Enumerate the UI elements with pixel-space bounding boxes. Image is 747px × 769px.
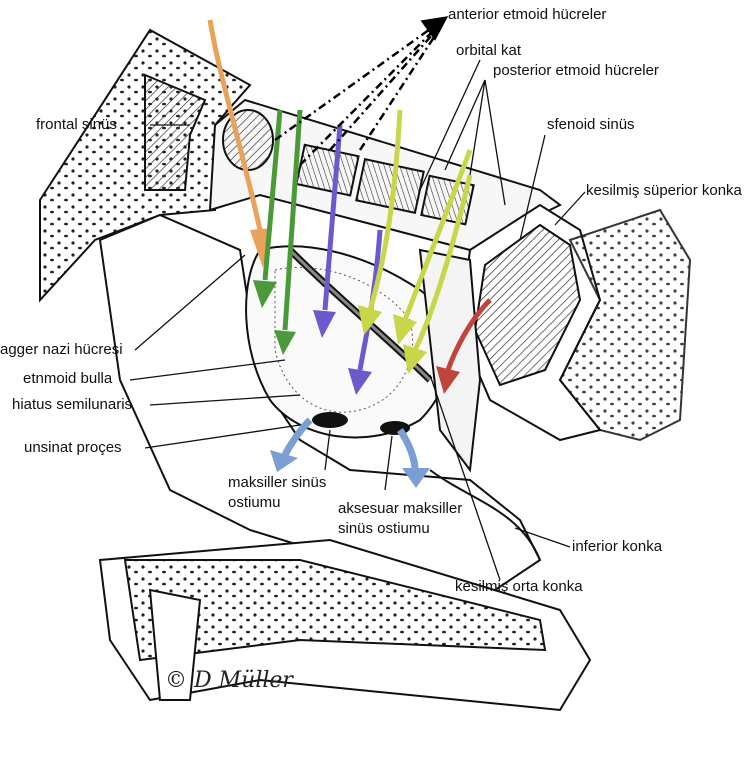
label-sphenoid-sinus: sfenoid sinüs	[547, 116, 635, 134]
label-posterior-ethmoid: posterior etmoid hücreler	[493, 62, 659, 80]
artist-signature: © D Müller	[165, 668, 293, 693]
label-accessory-ostium-2: sinüs ostiumu	[338, 520, 430, 538]
label-hiatus-semilunaris: hiatus semilunaris	[12, 396, 132, 414]
label-inferior-turbinate: inferior konka	[572, 538, 662, 556]
label-maxillary-ostium-1: maksiller sinüs	[228, 474, 326, 492]
sphenoid-sinus	[460, 205, 690, 440]
label-orbital-floor: orbital kat	[456, 42, 521, 60]
label-uncinate-process: unsinat proçes	[24, 439, 122, 457]
label-frontal-sinus: frontal sinüs	[36, 116, 117, 134]
label-cut-superior-turbinate: kesilmiş süperior konka	[586, 182, 742, 200]
label-cut-middle-turbinate: kesilmiş orta konka	[455, 578, 583, 596]
label-anterior-ethmoid: anterior etmoid hücreler	[448, 6, 606, 24]
label-agger-nasi: agger nazi hücresi	[0, 341, 123, 359]
label-accessory-ostium-1: aksesuar maksiller	[338, 500, 462, 518]
label-ethmoid-bulla: etnmoid bulla	[23, 370, 112, 388]
label-maxillary-ostium-2: ostiumu	[228, 494, 281, 512]
